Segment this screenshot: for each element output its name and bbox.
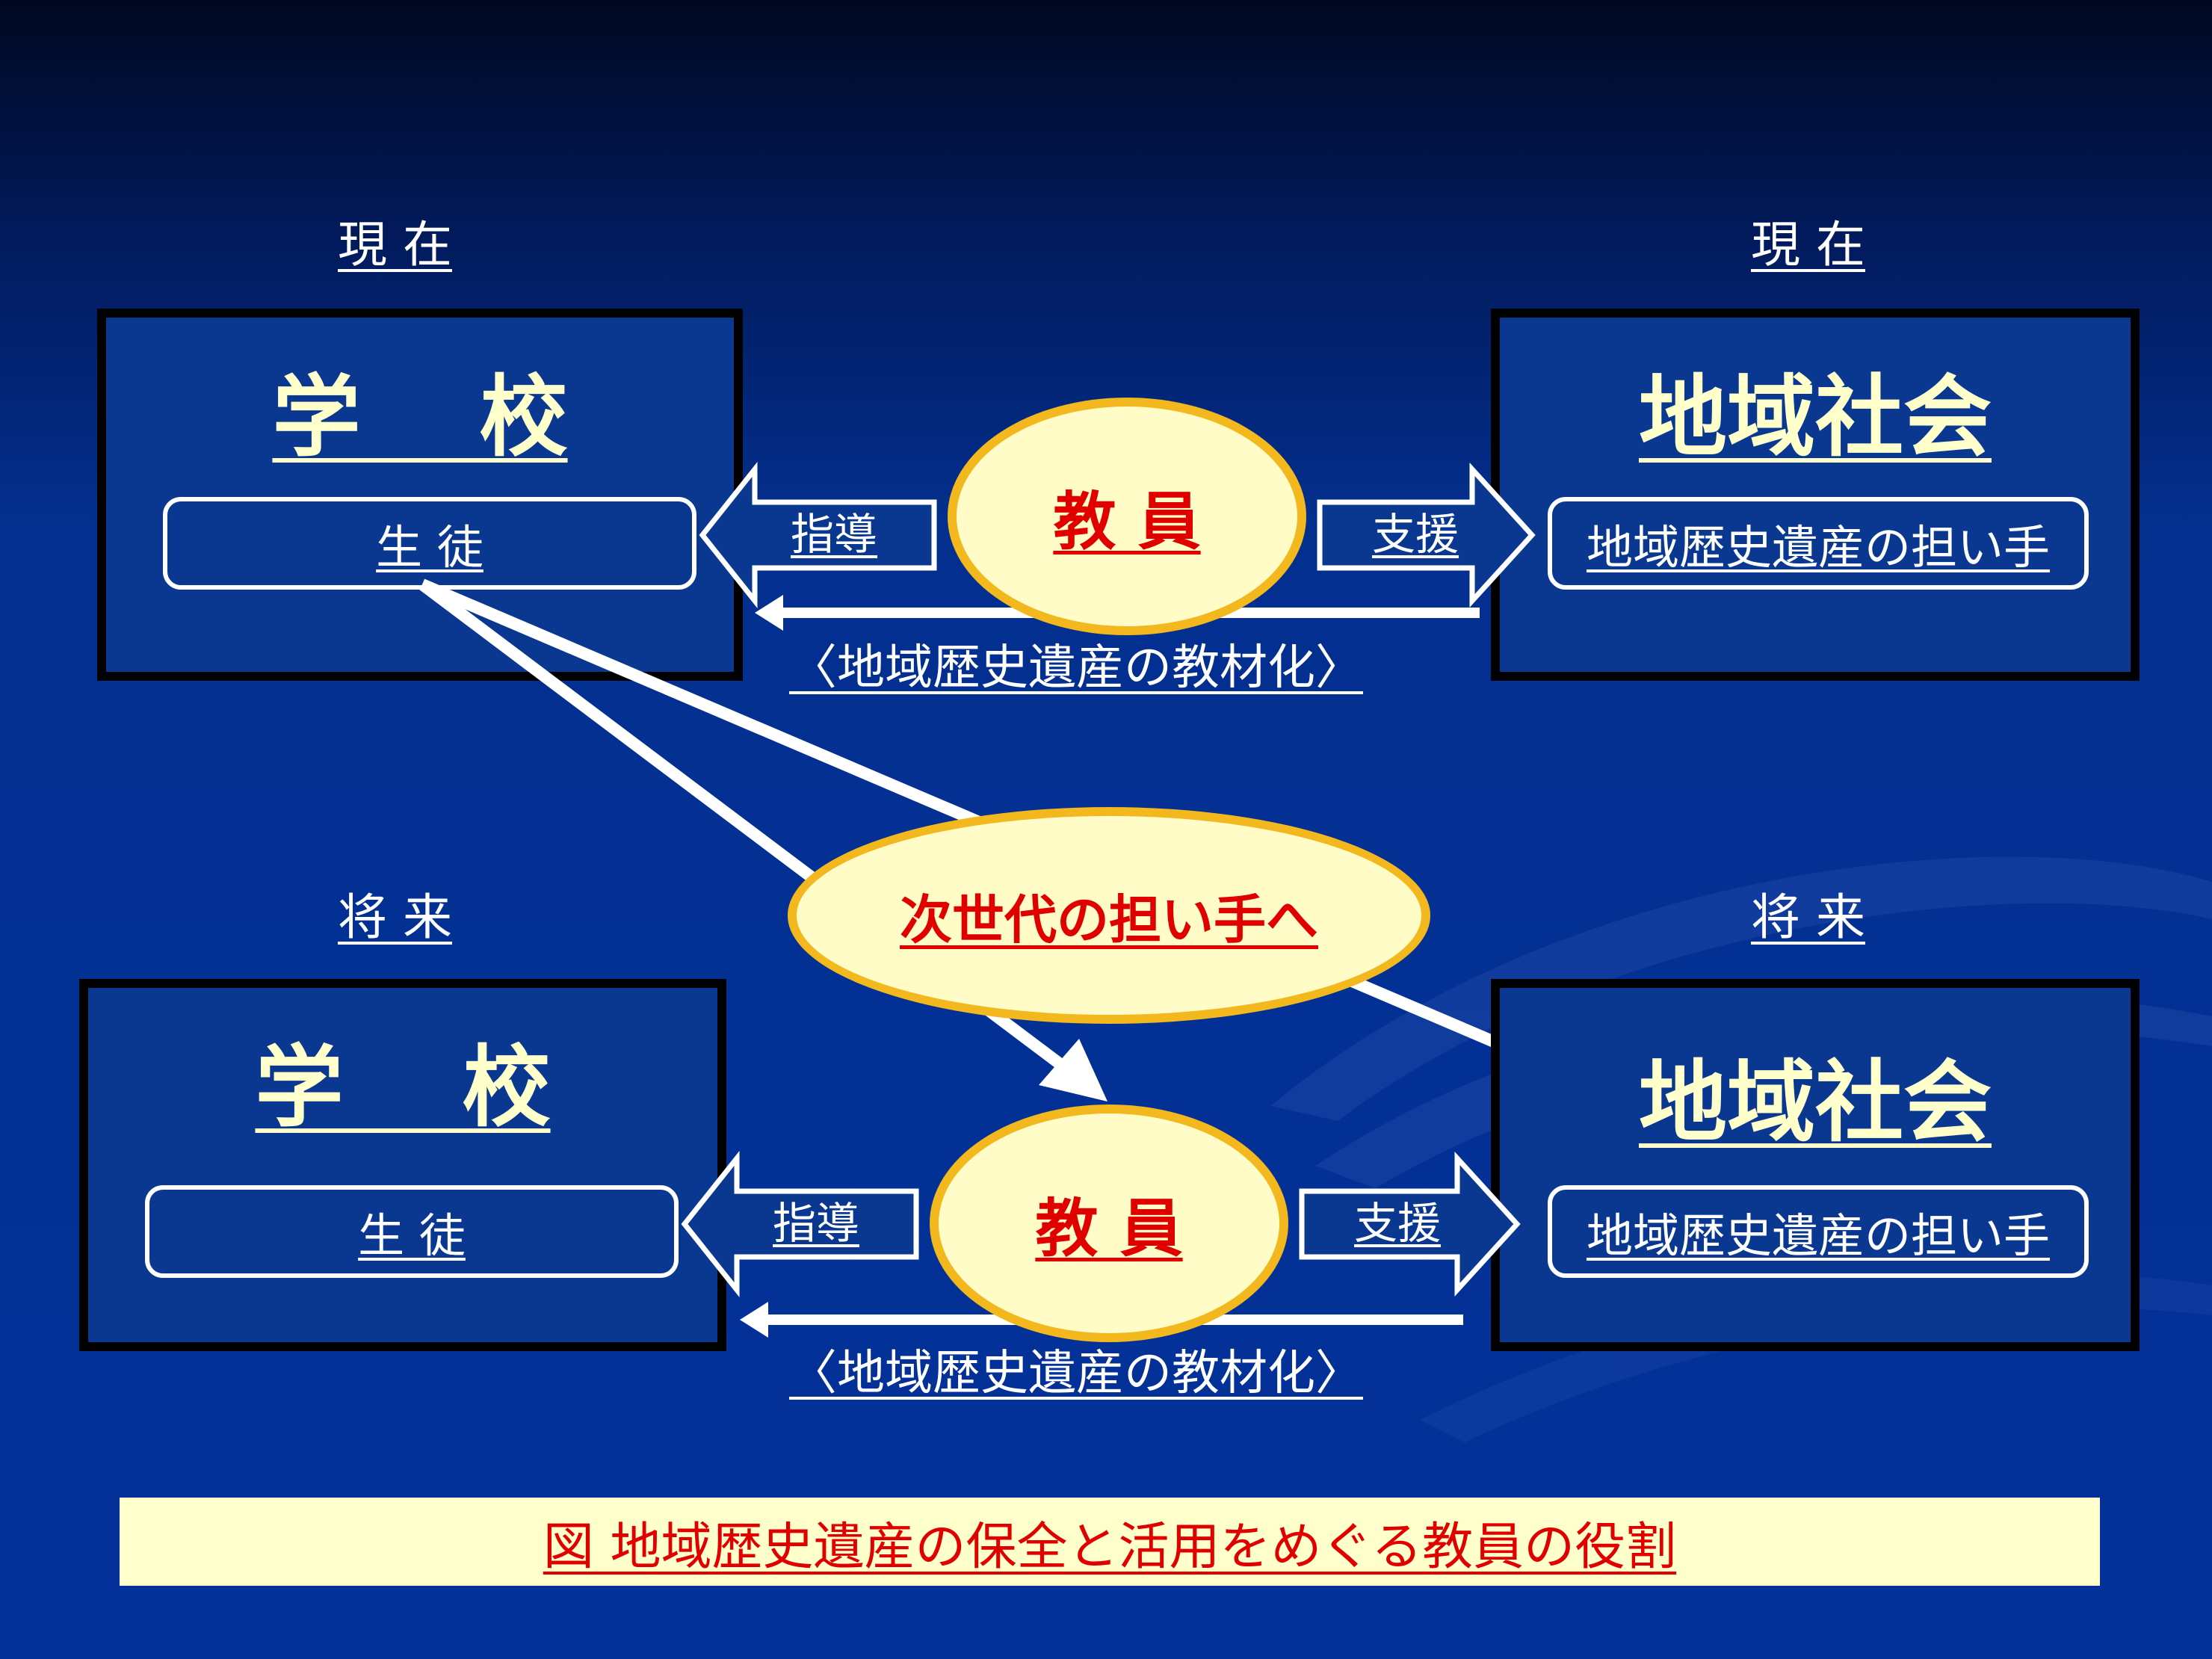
- present-support-arrow: [1317, 462, 1536, 608]
- present-bearer-label: 地域歴史遺産の担い手: [1586, 520, 2050, 575]
- future-student-label: 生 徒: [358, 1208, 466, 1263]
- future-materials-label: 〈地域歴史遺産の教材化〉: [789, 1346, 1363, 1401]
- figure-caption: 図 地域歴史遺産の保全と活用をめぐる教員の役割: [543, 1517, 1677, 1577]
- present-materials-label: 〈地域歴史遺産の教材化〉: [789, 640, 1363, 696]
- present-bearer-box: 地域歴史遺産の担い手: [1548, 497, 2089, 590]
- future-support-label: 支援: [1354, 1198, 1442, 1249]
- figure-caption-bar: 図 地域歴史遺産の保全と活用をめぐる教員の役割: [120, 1498, 2100, 1586]
- future-right-heading: 将 来: [1751, 889, 1865, 946]
- future-school-panel: 学 校 生 徒: [79, 979, 726, 1351]
- present-support-label: 支援: [1372, 509, 1459, 560]
- present-student-label: 生 徒: [376, 520, 484, 575]
- future-support-arrow: [1299, 1151, 1521, 1297]
- present-guidance-arrow: [699, 461, 937, 609]
- future-community-title: 地域社会: [1638, 1051, 1992, 1154]
- present-right-heading: 現 在: [1751, 216, 1865, 274]
- future-guidance-label: 指導: [773, 1198, 860, 1249]
- present-school-panel: 学 校 生 徒: [97, 309, 743, 681]
- present-guidance-label: 指導: [791, 509, 878, 560]
- future-bearer-box: 地域歴史遺産の担い手: [1548, 1185, 2089, 1278]
- future-left-heading: 将 来: [338, 889, 452, 946]
- present-left-heading: 現 在: [338, 216, 452, 274]
- future-student-box: 生 徒: [145, 1185, 679, 1278]
- future-community-panel: 地域社会 地域歴史遺産の担い手: [1491, 979, 2140, 1351]
- future-guidance-arrow: [681, 1150, 919, 1298]
- present-teacher-label: 教 員: [1053, 484, 1201, 558]
- future-school-title: 学 校: [255, 1036, 551, 1139]
- future-bearer-label: 地域歴史遺産の担い手: [1586, 1208, 2050, 1263]
- next-generation-label: 次世代の担い手へ: [900, 889, 1318, 951]
- present-student-box: 生 徒: [163, 497, 696, 590]
- present-community-title: 地域社会: [1638, 365, 1992, 469]
- present-school-title: 学 校: [272, 365, 568, 469]
- present-community-panel: 地域社会 地域歴史遺産の担い手: [1491, 309, 2140, 681]
- future-teacher-ellipse: 教 員: [930, 1105, 1288, 1342]
- future-teacher-label: 教 員: [1035, 1191, 1183, 1265]
